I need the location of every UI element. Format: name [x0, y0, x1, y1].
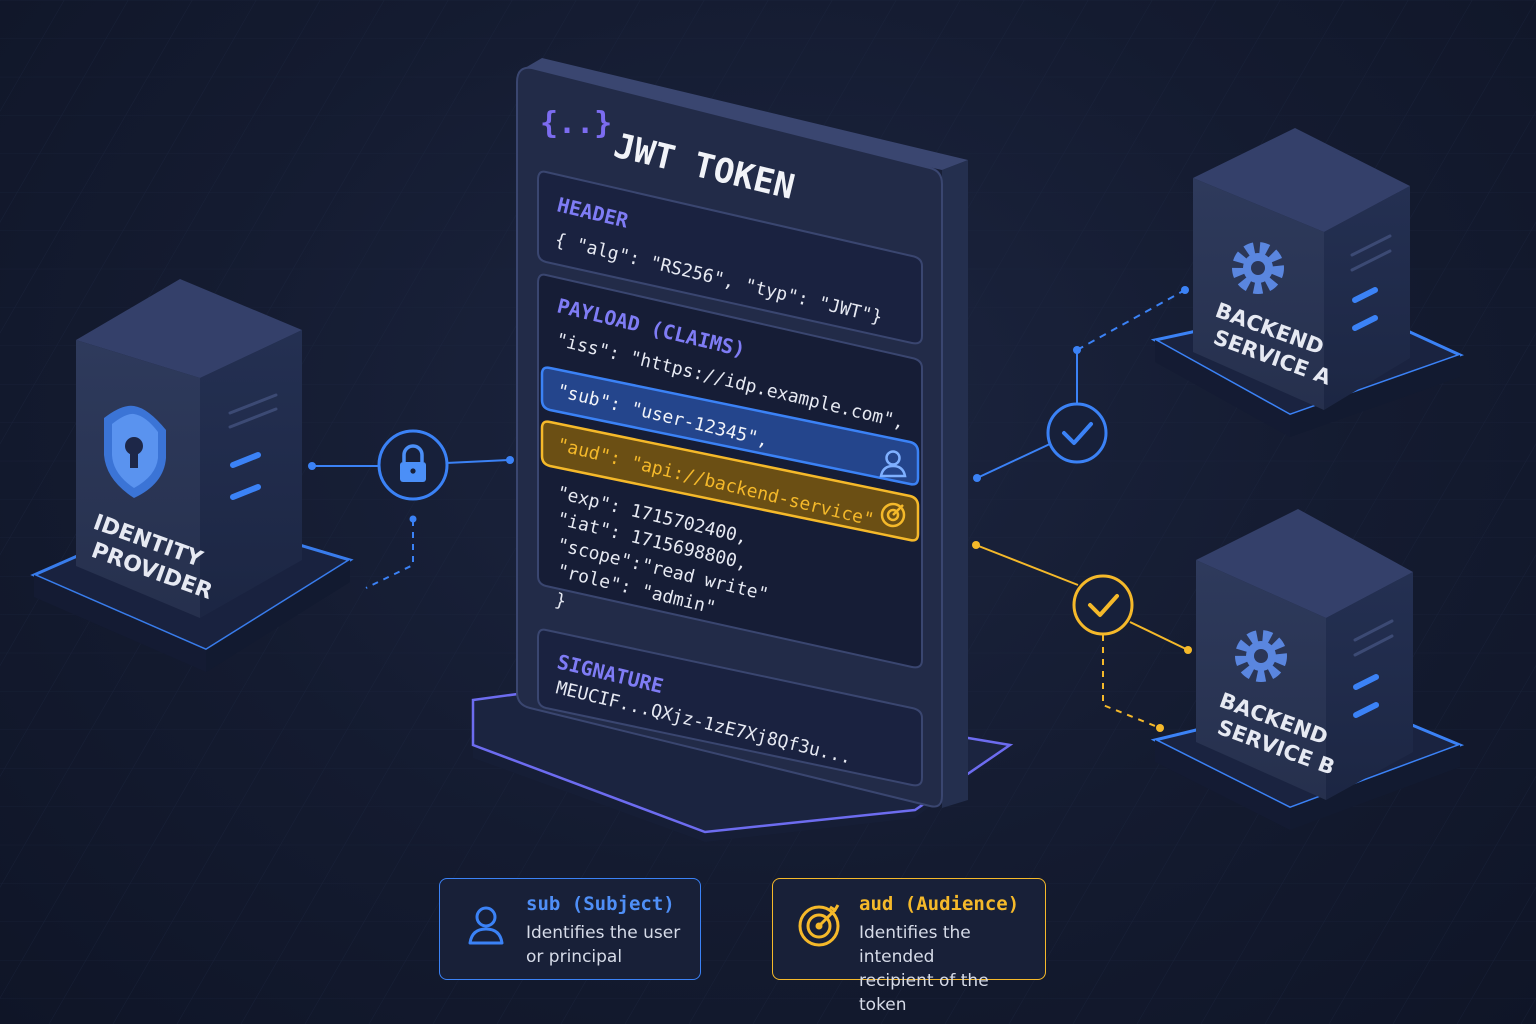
- legend-sub-title: sub (Subject): [526, 893, 675, 915]
- legend-aud: aud (Audience) Identifies the intended r…: [772, 878, 1046, 1015]
- shield-keyhole-icon: [104, 405, 166, 498]
- user-icon: [879, 450, 907, 478]
- check-icon: [1072, 574, 1134, 636]
- jwt-token-panel: {..} JWT TOKEN HEADER { "alg": "RS256", …: [471, 58, 1014, 842]
- service-a-node: BACKEND SERVICE A: [1150, 128, 1464, 437]
- legend-sub-desc: Identifies the user or principal: [526, 921, 684, 969]
- claim-sub-row: "sub": "user-12345",: [540, 366, 920, 486]
- legend-sub-line1: Identifies the user: [526, 923, 681, 943]
- legend-aud-line2: recipient of the token: [859, 971, 989, 1015]
- user-icon: [468, 906, 504, 945]
- connector-token-service-b: [972, 541, 1192, 732]
- target-icon: [880, 502, 906, 528]
- connector-idp-token: [308, 456, 514, 589]
- payload-close-brace: }: [553, 589, 568, 612]
- json-braces-icon: {..}: [540, 106, 612, 141]
- legend-aud-title: aud (Audience): [859, 893, 1020, 915]
- lock-icon: [377, 429, 449, 501]
- gear-icon: [1232, 242, 1284, 294]
- legend-aud-desc: Identifies the intended recipient of the…: [859, 921, 1029, 1017]
- legend-sub-line2: or principal: [526, 947, 623, 967]
- gear-icon: [1235, 630, 1287, 682]
- legend-sub: sub (Subject) Identifies the user or pri…: [439, 878, 701, 980]
- check-icon: [1046, 402, 1108, 464]
- service-b-node: BACKEND SERVICE B: [1150, 509, 1465, 830]
- target-icon: [798, 904, 840, 947]
- connector-token-service-a: [973, 286, 1189, 482]
- legend-aud-line1: Identifies the intended: [859, 923, 971, 967]
- identity-provider-node: IDENTITY PROVIDER: [30, 279, 354, 672]
